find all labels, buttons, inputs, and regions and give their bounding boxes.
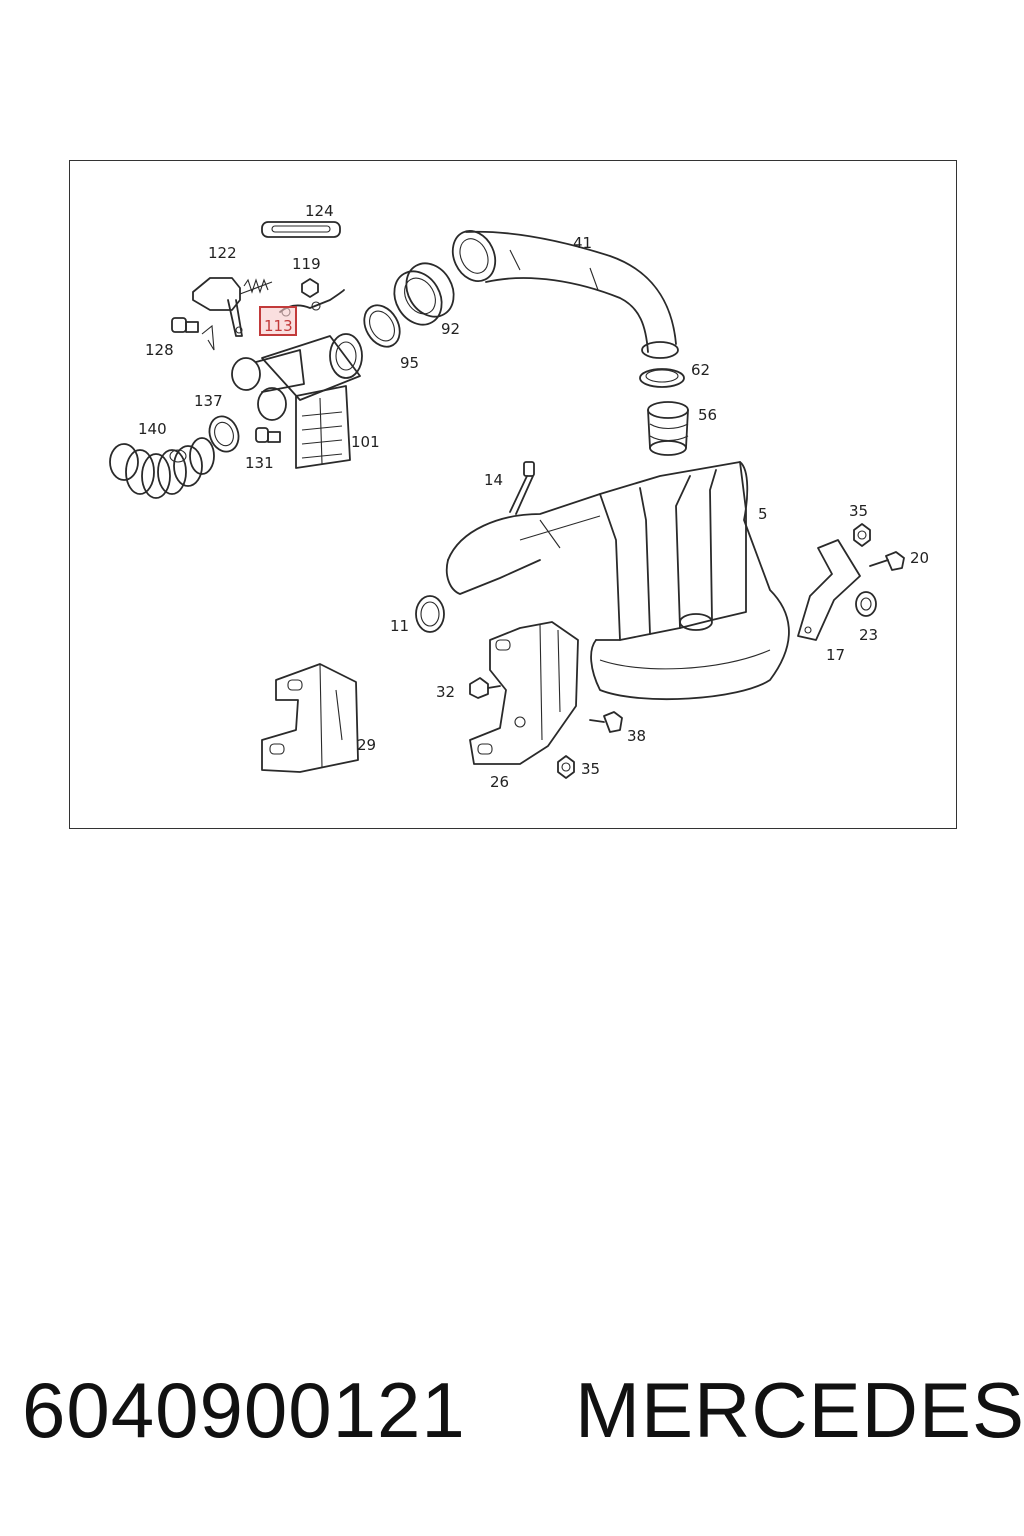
label-38: 38 xyxy=(627,727,646,745)
label-29: 29 xyxy=(357,736,376,754)
label-101: 101 xyxy=(351,433,380,451)
part-29-bracket xyxy=(261,663,359,773)
part-20-bolt xyxy=(869,551,905,571)
part-62-clamp xyxy=(639,368,685,388)
part-119-nut xyxy=(301,278,319,298)
part-41-pipe xyxy=(451,230,679,359)
label-62: 62 xyxy=(691,361,710,379)
label-92: 92 xyxy=(441,320,460,338)
part-122-vacuum-unit xyxy=(192,277,273,337)
part-56-sleeve xyxy=(647,401,689,456)
brand-name: MERCEDES xyxy=(575,1366,1024,1454)
label-11: 11 xyxy=(390,617,409,635)
label-128: 128 xyxy=(145,341,174,359)
part-11-seal xyxy=(415,595,445,633)
label-131: 131 xyxy=(245,454,274,472)
label-20: 20 xyxy=(910,549,929,567)
part-137-clamp xyxy=(208,415,240,453)
part-101-housing xyxy=(231,333,363,469)
part-17-bracket xyxy=(797,539,861,641)
part-32-bolt xyxy=(469,677,501,699)
label-119: 119 xyxy=(292,255,321,273)
part-38-bolt xyxy=(589,711,623,733)
part-95-clamp xyxy=(363,304,401,348)
highlight-box xyxy=(259,306,297,336)
part-14-bolt xyxy=(509,461,535,515)
diagram-frame xyxy=(69,160,957,829)
part-number: 6040900121 xyxy=(22,1366,466,1454)
label-137: 137 xyxy=(194,392,223,410)
part-35-nut-bottom xyxy=(557,755,575,779)
label-35-bottom: 35 xyxy=(581,760,600,778)
label-35-top: 35 xyxy=(849,502,868,520)
label-122: 122 xyxy=(208,244,237,262)
label-113: 113 xyxy=(264,317,293,335)
part-23-grommet xyxy=(855,591,877,617)
label-26: 26 xyxy=(490,773,509,791)
label-41: 41 xyxy=(573,234,592,252)
label-56: 56 xyxy=(698,406,717,424)
label-5: 5 xyxy=(758,505,768,523)
part-35-nut-top xyxy=(853,523,871,547)
part-140-hose xyxy=(109,437,215,499)
label-140: 140 xyxy=(138,420,167,438)
part-5-manifold xyxy=(445,461,790,700)
part-131-plug xyxy=(255,427,281,443)
part-92-sleeve xyxy=(393,262,455,326)
part-26-bracket xyxy=(469,621,579,765)
label-95: 95 xyxy=(400,354,419,372)
label-124: 124 xyxy=(305,202,334,220)
label-32: 32 xyxy=(436,683,455,701)
label-14: 14 xyxy=(484,471,503,489)
caption: 6040900121 MERCEDES xyxy=(0,1365,1024,1475)
label-23: 23 xyxy=(859,626,878,644)
part-128-plug xyxy=(171,317,215,351)
label-17: 17 xyxy=(826,646,845,664)
part-124-bracket xyxy=(261,221,341,238)
